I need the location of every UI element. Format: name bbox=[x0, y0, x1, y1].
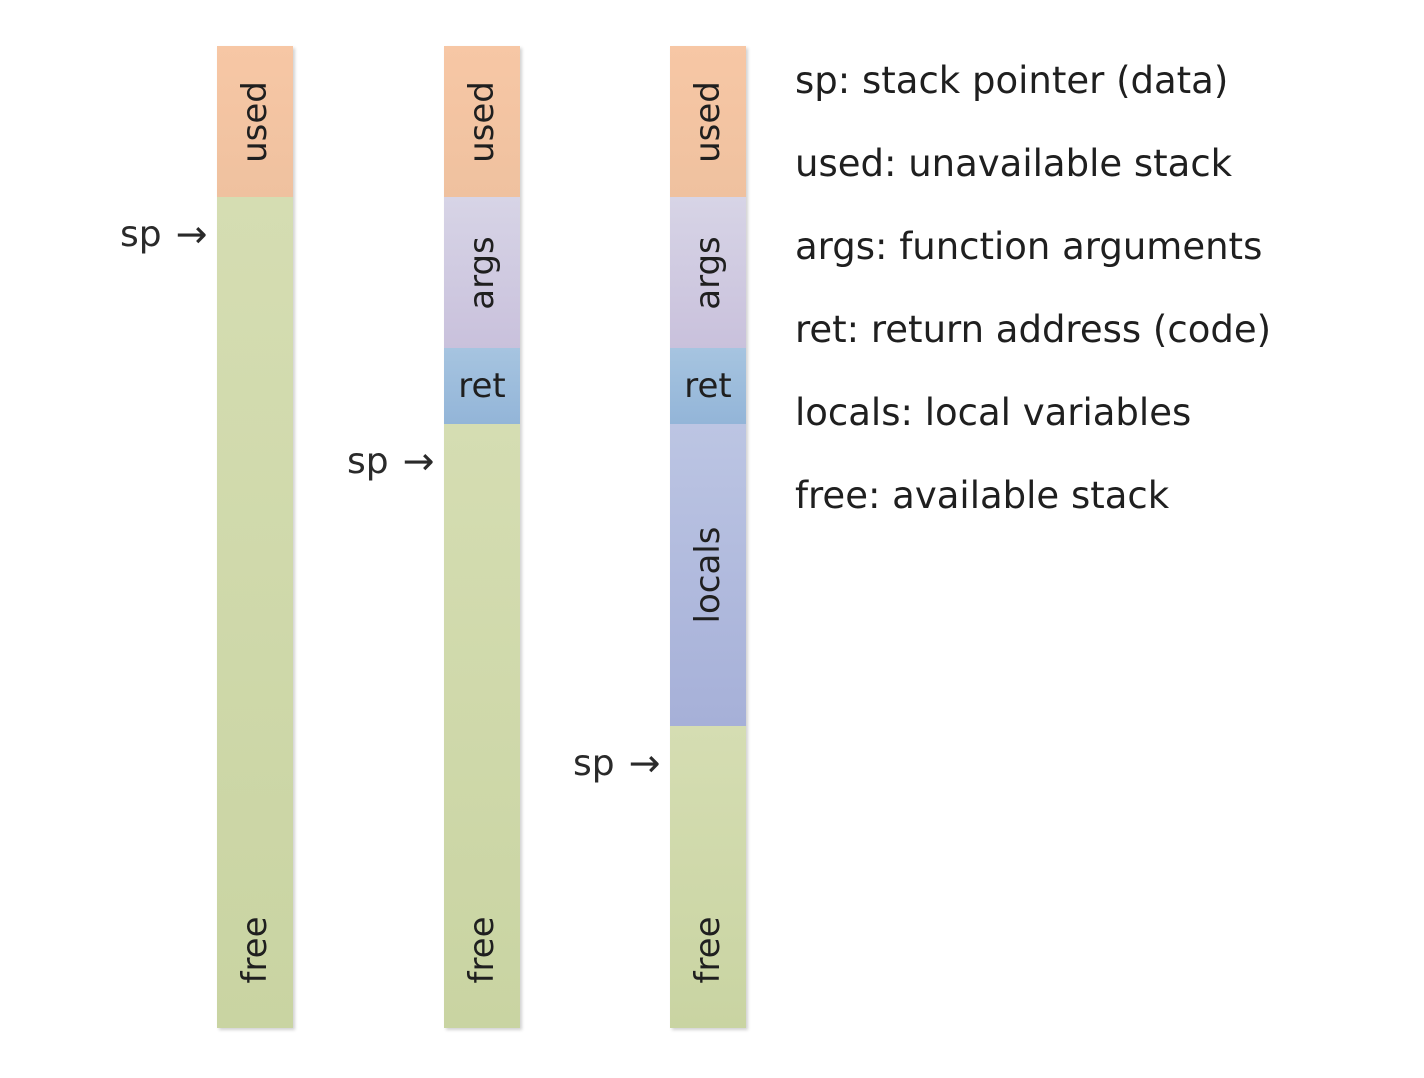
stack-3-ret-label: ret bbox=[684, 366, 732, 406]
stack-column-2: used args ret free bbox=[444, 46, 520, 1028]
stack-3-sp-label: sp bbox=[573, 742, 615, 784]
stack-2-sp-pointer: sp → bbox=[347, 439, 434, 483]
stack-2-used-label: used bbox=[462, 80, 502, 163]
legend-item-ret: ret: return address (code) bbox=[795, 308, 1272, 351]
stack-2-ret-segment: ret bbox=[444, 348, 520, 424]
legend-item-free: free: available stack bbox=[795, 474, 1170, 517]
stack-2-sp-label: sp bbox=[347, 440, 389, 482]
stack-3-locals-segment: locals bbox=[670, 424, 746, 726]
stack-1-sp-pointer: sp → bbox=[120, 212, 207, 256]
right-arrow-icon: → bbox=[402, 439, 435, 483]
stack-2-used-segment: used bbox=[444, 46, 520, 197]
legend-item-sp: sp: stack pointer (data) bbox=[795, 59, 1229, 102]
right-arrow-icon: → bbox=[628, 741, 661, 785]
legend: sp: stack pointer (data) used: unavailab… bbox=[795, 54, 1271, 552]
legend-item-used: used: unavailable stack bbox=[795, 142, 1233, 185]
stack-1-sp-label: sp bbox=[120, 213, 162, 255]
stack-column-3: used args ret locals free bbox=[670, 46, 746, 1028]
right-arrow-icon: → bbox=[175, 212, 208, 256]
stack-3-used-segment: used bbox=[670, 46, 746, 197]
stack-3-args-label: args bbox=[688, 235, 728, 310]
stack-1-free-label: free bbox=[235, 916, 275, 984]
stack-3-args-segment: args bbox=[670, 197, 746, 348]
stack-1-free-segment: free bbox=[217, 197, 293, 1028]
stack-3-locals-label: locals bbox=[688, 526, 728, 624]
stack-2-args-label: args bbox=[462, 235, 502, 310]
legend-item-args: args: function arguments bbox=[795, 225, 1263, 268]
stack-2-ret-label: ret bbox=[458, 366, 506, 406]
stack-1-used-label: used bbox=[235, 80, 275, 163]
stack-1-used-segment: used bbox=[217, 46, 293, 197]
stack-3-free-label: free bbox=[688, 916, 728, 984]
stack-column-1: used free bbox=[217, 46, 293, 1028]
stack-3-ret-segment: ret bbox=[670, 348, 746, 424]
stack-3-free-segment: free bbox=[670, 726, 746, 1028]
stack-3-sp-pointer: sp → bbox=[573, 741, 660, 785]
legend-item-locals: locals: local variables bbox=[795, 391, 1192, 434]
stack-3-used-label: used bbox=[688, 80, 728, 163]
stack-2-free-label: free bbox=[462, 916, 502, 984]
stack-2-args-segment: args bbox=[444, 197, 520, 348]
stack-2-free-segment: free bbox=[444, 424, 520, 1028]
